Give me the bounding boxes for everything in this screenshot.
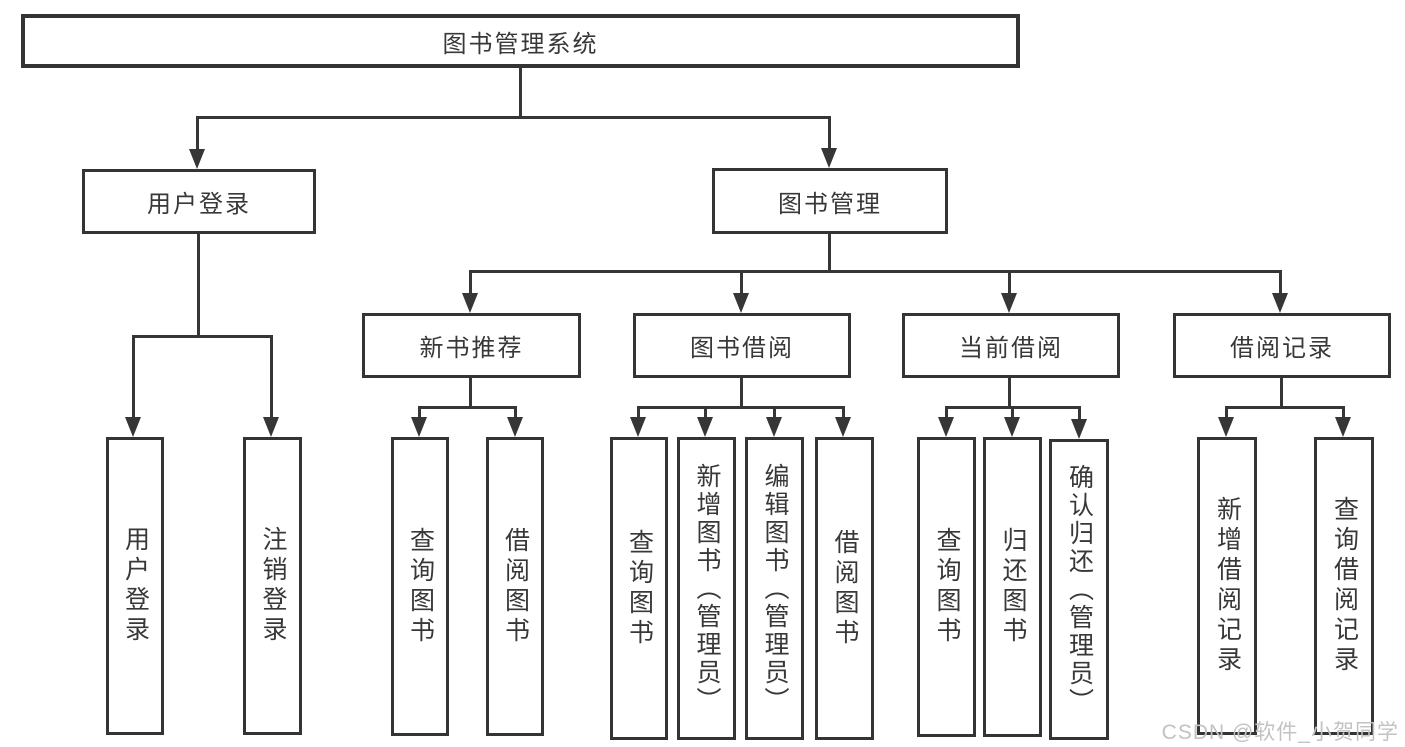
node-root: 图书管理系统	[21, 14, 1020, 68]
arrow-down-icon	[821, 148, 837, 168]
connector-line	[773, 406, 776, 420]
arrow-down-icon	[697, 417, 713, 437]
connector-line	[740, 377, 743, 408]
connector-line	[1342, 406, 1345, 420]
arrow-down-icon	[189, 149, 205, 169]
leaf-cb-confirm-return: 确认归还（管理员）	[1049, 439, 1109, 740]
leaf-bb-query-book: 查询图书	[610, 437, 668, 740]
connector-line	[514, 406, 517, 420]
connector-line	[637, 406, 640, 420]
connector-line	[1078, 406, 1081, 422]
connector-line	[1225, 406, 1228, 420]
leaf-bb-edit-book: 编辑图书（管理员）	[745, 437, 804, 740]
connector-line	[1279, 270, 1282, 295]
arrow-down-icon	[1272, 293, 1288, 313]
leaf-rec-query-book: 查询图书	[391, 437, 449, 736]
connector-line	[469, 270, 472, 295]
arrow-down-icon	[462, 293, 478, 313]
leaf-br-query-record: 查询借阅记录	[1314, 437, 1374, 735]
leaf-logout: 注销登录	[243, 437, 302, 735]
connector-line	[418, 406, 517, 409]
connector-line	[1225, 406, 1344, 409]
leaf-bb-borrow-book: 借阅图书	[815, 437, 874, 740]
arrow-down-icon	[835, 417, 851, 437]
arrow-down-icon	[125, 417, 141, 437]
arrow-down-icon	[411, 417, 427, 437]
connector-line	[1008, 377, 1011, 408]
node-new-book-rec: 新书推荐	[362, 313, 581, 378]
connector-line	[704, 406, 707, 420]
connector-line	[828, 233, 831, 273]
node-book-mgmt: 图书管理	[712, 168, 948, 234]
connector-line	[197, 233, 200, 338]
arrow-down-icon	[766, 417, 782, 437]
connector-line	[196, 116, 199, 151]
connector-line	[469, 377, 472, 408]
connector-line	[828, 116, 831, 150]
arrow-down-icon	[1001, 293, 1017, 313]
connector-line	[132, 335, 135, 419]
node-current-borrow: 当前借阅	[902, 313, 1120, 378]
arrow-down-icon	[1071, 419, 1087, 439]
arrow-down-icon	[733, 293, 749, 313]
leaf-bb-add-book: 新增图书（管理员）	[677, 437, 736, 740]
connector-line	[842, 406, 845, 420]
connector-line	[270, 335, 273, 419]
connector-line	[196, 116, 831, 119]
arrow-down-icon	[507, 417, 523, 437]
connector-line	[132, 335, 273, 338]
node-book-borrow: 图书借阅	[633, 313, 851, 378]
arrow-down-icon	[1218, 417, 1234, 437]
node-borrow-records: 借阅记录	[1173, 313, 1391, 378]
leaf-br-add-record: 新增借阅记录	[1197, 437, 1257, 735]
connector-line	[945, 406, 948, 420]
connector-line	[469, 270, 1282, 273]
connector-line	[1008, 270, 1011, 295]
arrow-down-icon	[263, 417, 279, 437]
connector-line	[418, 406, 421, 420]
arrow-down-icon	[1335, 417, 1351, 437]
csdn-watermark: CSDN @软件_小贺同学	[1161, 721, 1399, 744]
connector-line	[1011, 406, 1014, 420]
connector-line	[637, 406, 845, 409]
arrow-down-icon	[1004, 417, 1020, 437]
node-user-login: 用户登录	[82, 169, 316, 234]
leaf-user-login: 用户登录	[106, 437, 164, 735]
connector-line	[740, 270, 743, 295]
connector-line	[519, 67, 522, 118]
leaf-rec-borrow-book: 借阅图书	[486, 437, 544, 736]
leaf-cb-query-book: 查询图书	[917, 437, 976, 737]
leaf-cb-return-book: 归还图书	[983, 437, 1042, 737]
arrow-down-icon	[630, 417, 646, 437]
arrow-down-icon	[938, 417, 954, 437]
connector-line	[1280, 377, 1283, 408]
